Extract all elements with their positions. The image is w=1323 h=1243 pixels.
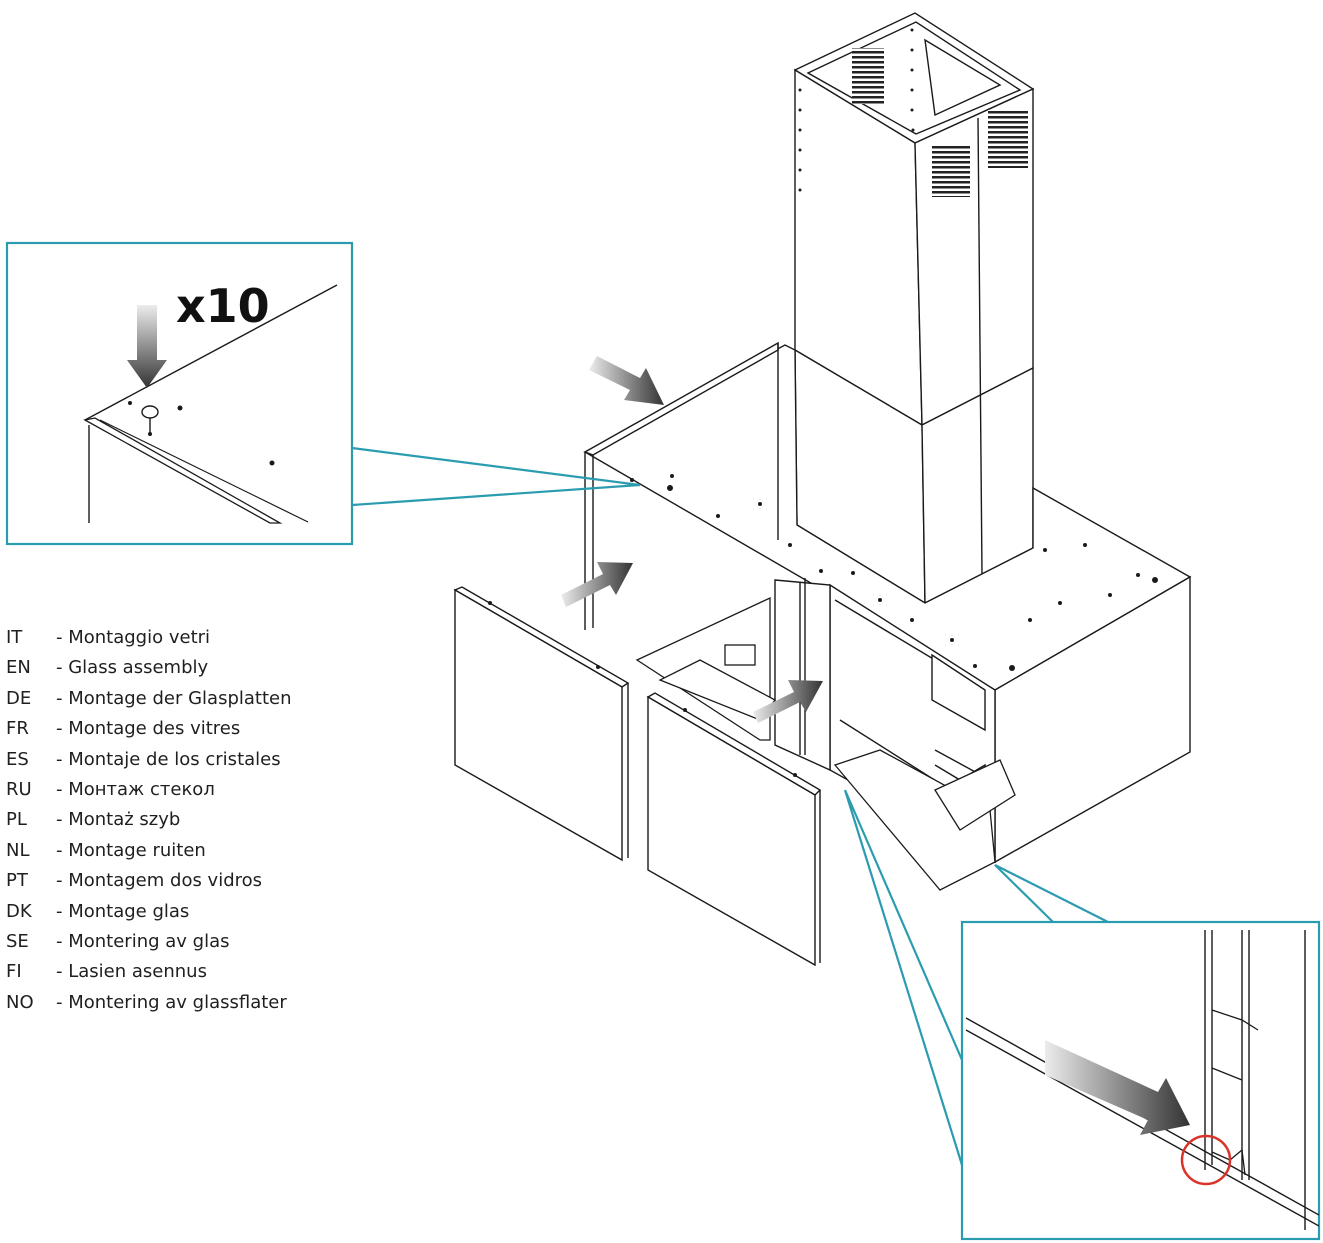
- list-item: DK- Montage glas: [6, 900, 190, 922]
- back-glass-panel: [583, 341, 779, 630]
- list-item: NO- Montering av glassflater: [6, 991, 287, 1013]
- list-item: FI- Lasien asennus: [6, 961, 207, 983]
- front-left-glass-panel: [453, 586, 630, 862]
- circle-highlight-icon: [1180, 1134, 1232, 1186]
- callout-bottom-right: [843, 789, 1321, 1241]
- hood-top-dots: [630, 474, 1158, 671]
- list-item: ES- Montaje de los cristales: [6, 748, 281, 770]
- list-item: NL- Montage ruiten: [6, 839, 206, 861]
- list-item: DE- Montage der Glasplatten: [6, 687, 292, 709]
- front-right-glass-panel: [646, 692, 822, 967]
- quantity-label: x10: [176, 279, 270, 333]
- list-item: IT- Montaggio vetri: [6, 627, 211, 648]
- arrow-icon: [561, 356, 823, 723]
- list-item: EN- Glass assembly: [6, 657, 209, 679]
- list-item: FR- Montage des vitres: [6, 718, 241, 740]
- arrow-icon-down: [127, 305, 167, 388]
- list-item: RU- Монтаж стекол: [6, 779, 215, 801]
- chimney: [793, 12, 1035, 605]
- list-item: SE- Montering av glas: [6, 931, 230, 953]
- arrow-icon-slide: [1045, 1040, 1190, 1135]
- center-column: [774, 578, 831, 772]
- arrow-icon-left-panel: [561, 562, 633, 607]
- callout-top-left: x10: [5, 241, 641, 546]
- chimney-dots: [798, 28, 915, 192]
- bottom-tray: [635, 596, 1016, 891]
- arrow-icon-back-panel: [589, 356, 664, 405]
- language-captions: IT- Montaggio vetri EN- Glass assembly D…: [6, 623, 292, 1018]
- list-item: PT- Montagem dos vidros: [6, 870, 263, 892]
- arrow-icon-right-panel: [753, 680, 823, 723]
- list-item: PL- Montaż szyb: [6, 809, 181, 831]
